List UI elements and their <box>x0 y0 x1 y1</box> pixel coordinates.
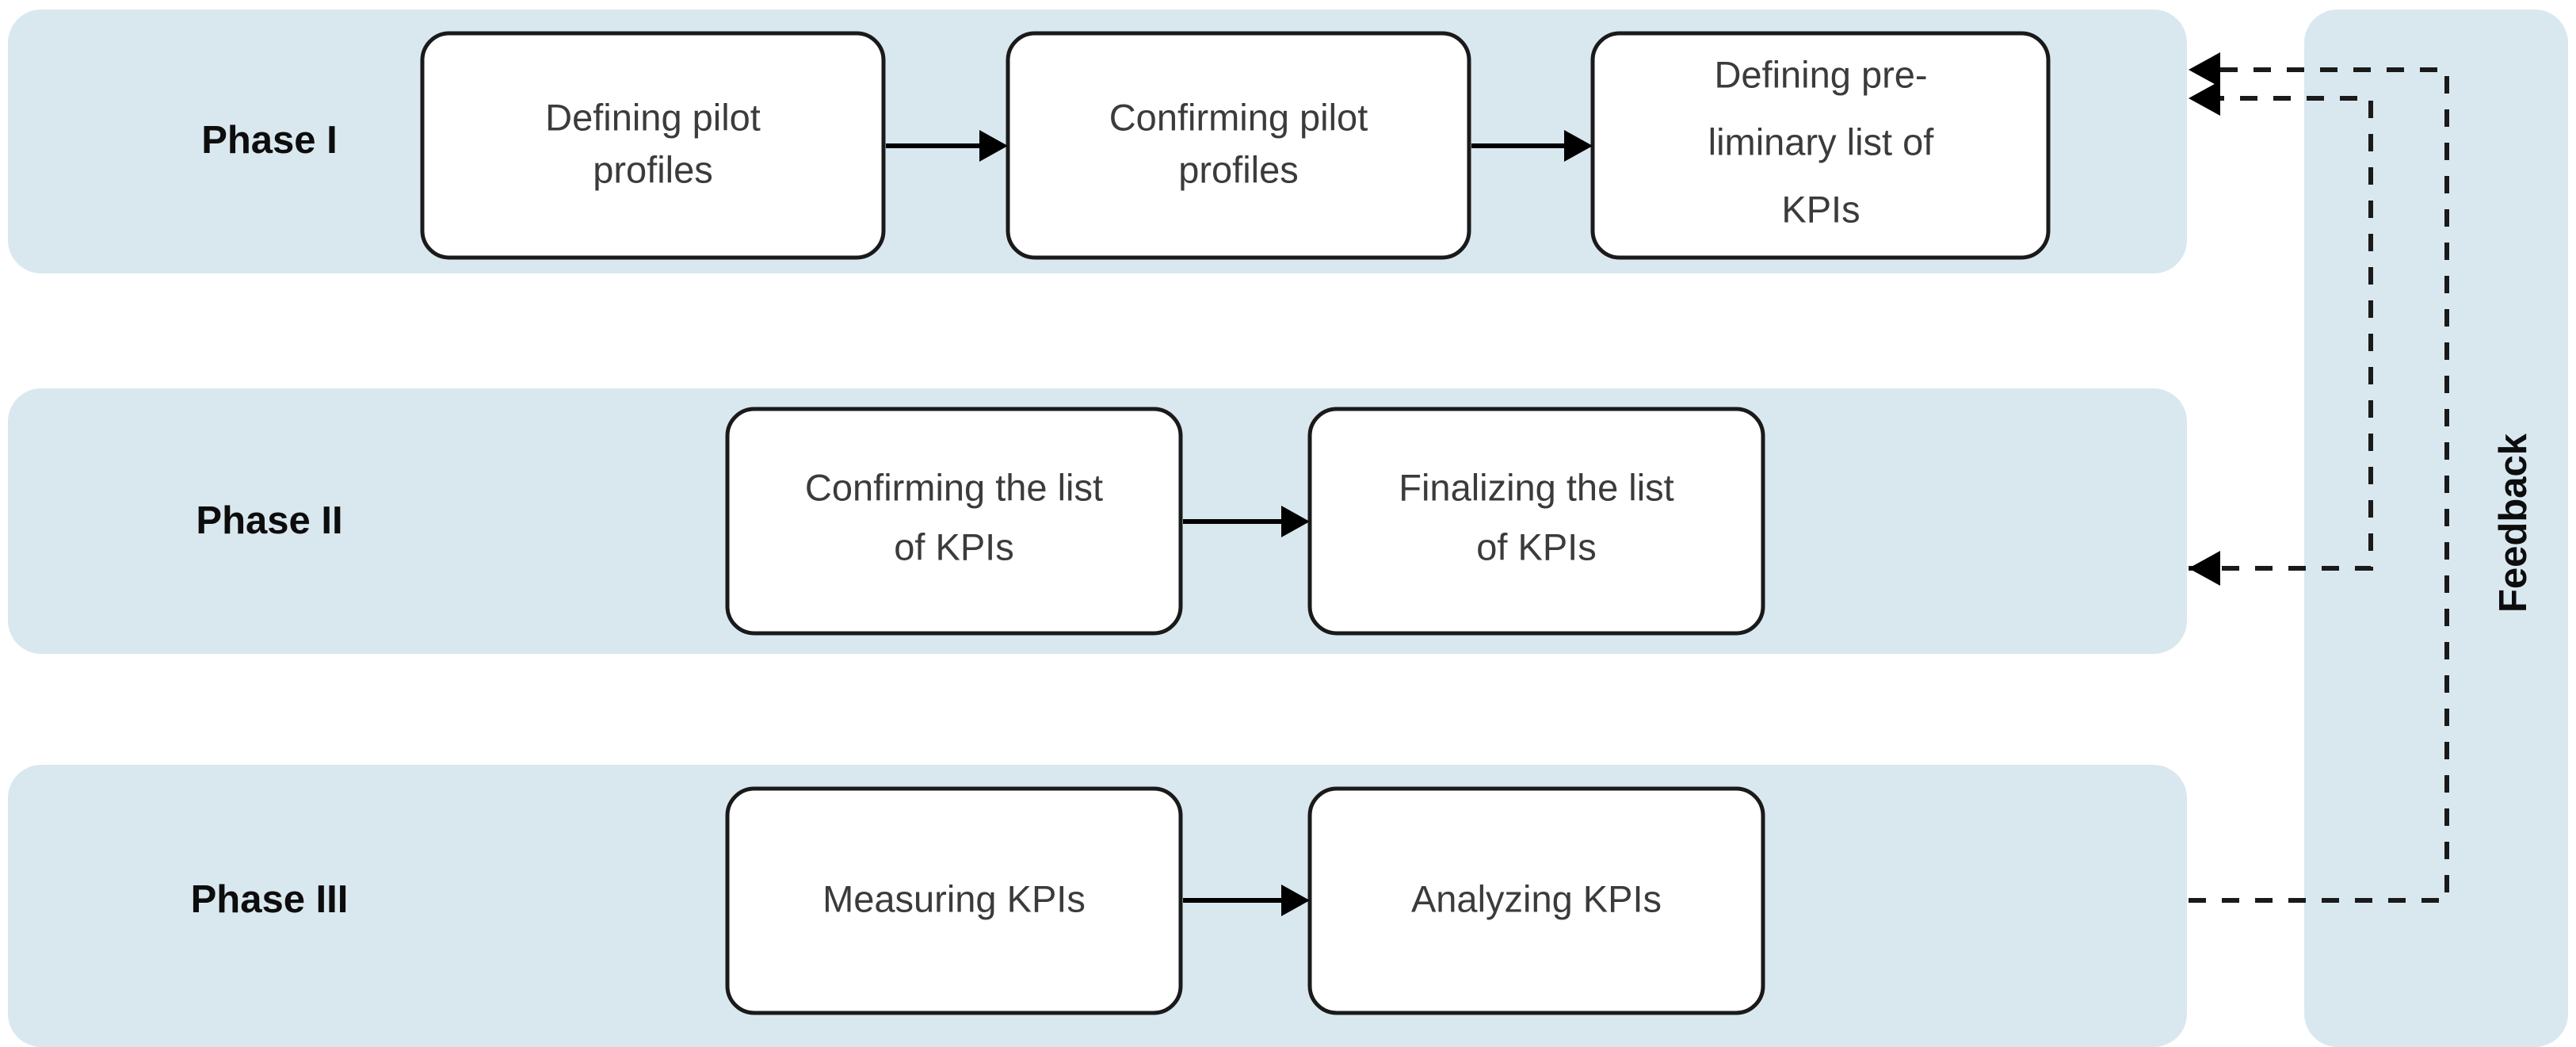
node-analyzing-kpis-line-1: Analyzing KPIs <box>1411 877 1662 919</box>
feedback-label: Feedback <box>2492 433 2535 613</box>
node-confirming-pilot-profiles-line-1: Confirming pilot <box>1109 96 1368 138</box>
phase-label-2: Phase II <box>196 499 342 542</box>
connector-p1-n2-to-n3 <box>1471 130 1593 162</box>
node-defining-preliminary-list-of-kpis-line-3: KPIs <box>1781 188 1860 230</box>
node-finalizing-the-list-of-kpis[interactable] <box>1307 407 1765 636</box>
node-confirming-pilot-profiles[interactable] <box>1006 31 1471 260</box>
node-defining-pilot-profiles-line-2: profiles <box>593 148 713 190</box>
feedback-arrow-phase1-lower <box>2189 81 2220 116</box>
node-defining-pilot-profiles[interactable] <box>420 31 886 260</box>
node-measuring-kpis[interactable] <box>725 786 1183 1015</box>
node-confirming-pilot-profiles-line-2: profiles <box>1178 148 1299 190</box>
feedback-arrow-phase2 <box>2189 551 2220 586</box>
connector-p1-n1-to-n2 <box>886 130 1008 162</box>
node-defining-preliminary-list-of-kpis-line-2: liminary list of <box>1708 120 1935 162</box>
phase-label-1: Phase I <box>201 119 338 162</box>
node-analyzing-kpis[interactable] <box>1307 786 1765 1015</box>
feedback-path-phase3-to-phase1 <box>2189 67 2449 903</box>
node-defining-pilot-profiles-line-1: Defining pilot <box>545 96 761 138</box>
node-confirming-the-list-of-kpis-line-1: Confirming the list <box>805 466 1103 508</box>
node-finalizing-the-list-of-kpis-line-1: Finalizing the list <box>1399 466 1673 508</box>
connector-p3-n1-to-n2 <box>1183 885 1310 916</box>
node-defining-preliminary-list-of-kpis-line-1: Defining pre- <box>1714 53 1927 95</box>
node-finalizing-the-list-of-kpis-line-2: of KPIs <box>1476 525 1597 567</box>
node-confirming-the-list-of-kpis-line-2: of KPIs <box>894 525 1014 567</box>
phase-label-3: Phase III <box>191 878 349 921</box>
node-confirming-the-list-of-kpis[interactable] <box>725 407 1183 636</box>
feedback-arrow-phase1-upper <box>2189 52 2220 87</box>
node-measuring-kpis-line-1: Measuring KPIs <box>822 877 1086 919</box>
node-defining-preliminary-list-of-kpis[interactable] <box>1590 31 2051 260</box>
connector-p2-n1-to-n2 <box>1183 506 1310 537</box>
